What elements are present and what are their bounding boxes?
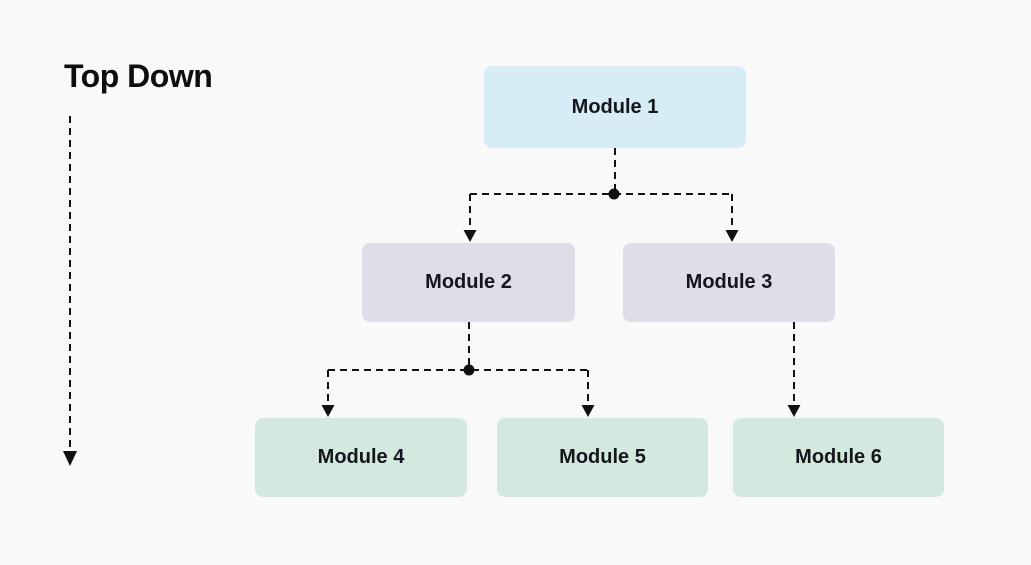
node-label: Module 5 (559, 446, 646, 468)
connector-module3-to-module6 (787, 322, 801, 417)
arrowhead-icon (63, 451, 77, 466)
arrowhead-icon (581, 405, 595, 417)
node-label: Module 6 (795, 446, 882, 468)
node-module-3: Module 3 (623, 243, 835, 322)
arrowhead-icon (787, 405, 801, 417)
diagram-title: Top Down (64, 58, 213, 94)
arrowhead-icon (321, 405, 335, 417)
node-module-4: Module 4 (255, 418, 467, 497)
arrowhead-icon (725, 230, 739, 242)
node-label: Module 1 (571, 95, 659, 118)
node-label: Module 2 (425, 271, 512, 293)
top-down-direction-arrow (63, 116, 77, 466)
node-module-5: Module 5 (497, 418, 708, 497)
arrowhead-icon (463, 230, 477, 242)
node-module-1: Module 1 (484, 66, 746, 148)
node-module-2: Module 2 (362, 243, 575, 322)
node-label: Module 3 (685, 271, 773, 293)
node-module-6: Module 6 (733, 418, 944, 497)
connector-module2-to-children (321, 322, 595, 417)
connector-module1-to-children (463, 148, 739, 242)
junction-dot (463, 364, 475, 376)
junction-dot (608, 188, 620, 200)
node-label: Module 4 (317, 446, 405, 468)
